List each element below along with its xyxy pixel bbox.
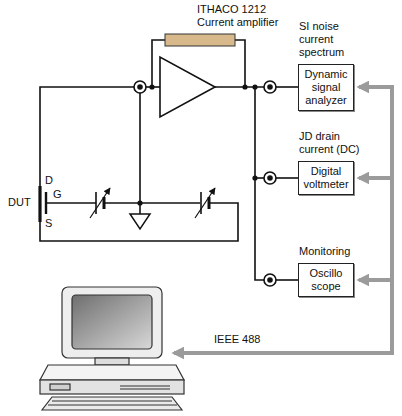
instrument-name: Dynamic signal analyzer <box>301 68 351 107</box>
coax-connector-part <box>268 85 272 89</box>
junction-dot-part <box>242 84 247 89</box>
coax-connector-part <box>138 85 142 89</box>
gpib-bus-arrow-part <box>174 87 394 353</box>
pin-label: D <box>45 174 53 187</box>
computer-illustration-part <box>120 388 170 389</box>
instrument-heading: JD drain current (DC) <box>299 130 369 156</box>
pin-label: DUT <box>8 196 31 209</box>
wires-part <box>276 177 298 179</box>
transistor-symbol <box>40 186 46 222</box>
gpib-bus-arrow <box>174 87 394 353</box>
instrument-name: Digital voltmeter <box>301 165 351 191</box>
computer-illustration-part <box>48 404 177 405</box>
computer-illustration-part <box>40 380 184 394</box>
wires-part <box>105 202 200 204</box>
instrument-box: SI noise current spectrumDynamic signal … <box>298 64 354 111</box>
computer-illustration-part <box>62 287 162 358</box>
amplifier-triangle <box>160 57 215 117</box>
coax-connector-part <box>264 81 276 93</box>
junction-dot-part <box>252 175 257 180</box>
coax-connector-part <box>264 172 276 184</box>
wires-part <box>40 87 134 188</box>
gpib-bus-arrow-part <box>359 176 392 180</box>
wires-part <box>235 40 245 87</box>
wires-part <box>276 279 298 281</box>
coax-connector-part <box>268 176 272 180</box>
coax-connector <box>134 81 276 286</box>
coax-connector-part <box>264 274 276 286</box>
coax-connector-part <box>268 278 272 282</box>
instrument-heading: Monitoring <box>299 245 369 258</box>
instrument-box: JD drain current (DC)Digital voltmeter <box>298 161 354 195</box>
computer-illustration-part <box>40 365 184 380</box>
computer-illustration-part <box>120 385 170 386</box>
instrument-box: MonitoringOscillo scope <box>298 263 354 297</box>
instrument-name: Oscillo scope <box>301 267 351 293</box>
junction-dot <box>137 84 257 205</box>
wires-part <box>46 202 96 204</box>
variable-battery-symbol-part <box>90 188 110 218</box>
amplifier-label: ITHACO 1212 Current amplifier <box>197 3 297 29</box>
computer-illustration-part <box>72 295 152 349</box>
bus-label: IEEE 488 <box>214 333 260 346</box>
gpib-bus-arrow-part <box>359 278 392 282</box>
computer-illustration-part <box>42 397 182 410</box>
feedback-resistor <box>165 34 235 46</box>
computer-illustration <box>40 287 184 410</box>
variable-battery-symbol-part <box>195 188 215 218</box>
transistor-symbol-part <box>45 192 47 214</box>
junction-dot-part <box>149 84 154 89</box>
junction-dot-part <box>137 200 142 205</box>
ground-symbol <box>130 214 150 229</box>
coax-connector-part <box>134 81 146 93</box>
pin-label: G <box>53 188 62 201</box>
instrument-heading: SI noise current spectrum <box>299 20 369 59</box>
computer-illustration-part <box>95 358 129 365</box>
wires-part <box>255 87 264 280</box>
transistor-symbol-part <box>38 186 41 222</box>
computer-illustration-part <box>52 400 172 401</box>
wires-part <box>276 86 298 88</box>
computer-illustration-part <box>50 384 70 390</box>
pin-label: S <box>45 217 52 230</box>
wires <box>40 40 298 280</box>
variable-battery-symbol <box>90 188 215 218</box>
wires-part <box>139 93 141 214</box>
junction-dot-part <box>252 84 257 89</box>
gpib-bus-arrow-part <box>359 85 392 89</box>
